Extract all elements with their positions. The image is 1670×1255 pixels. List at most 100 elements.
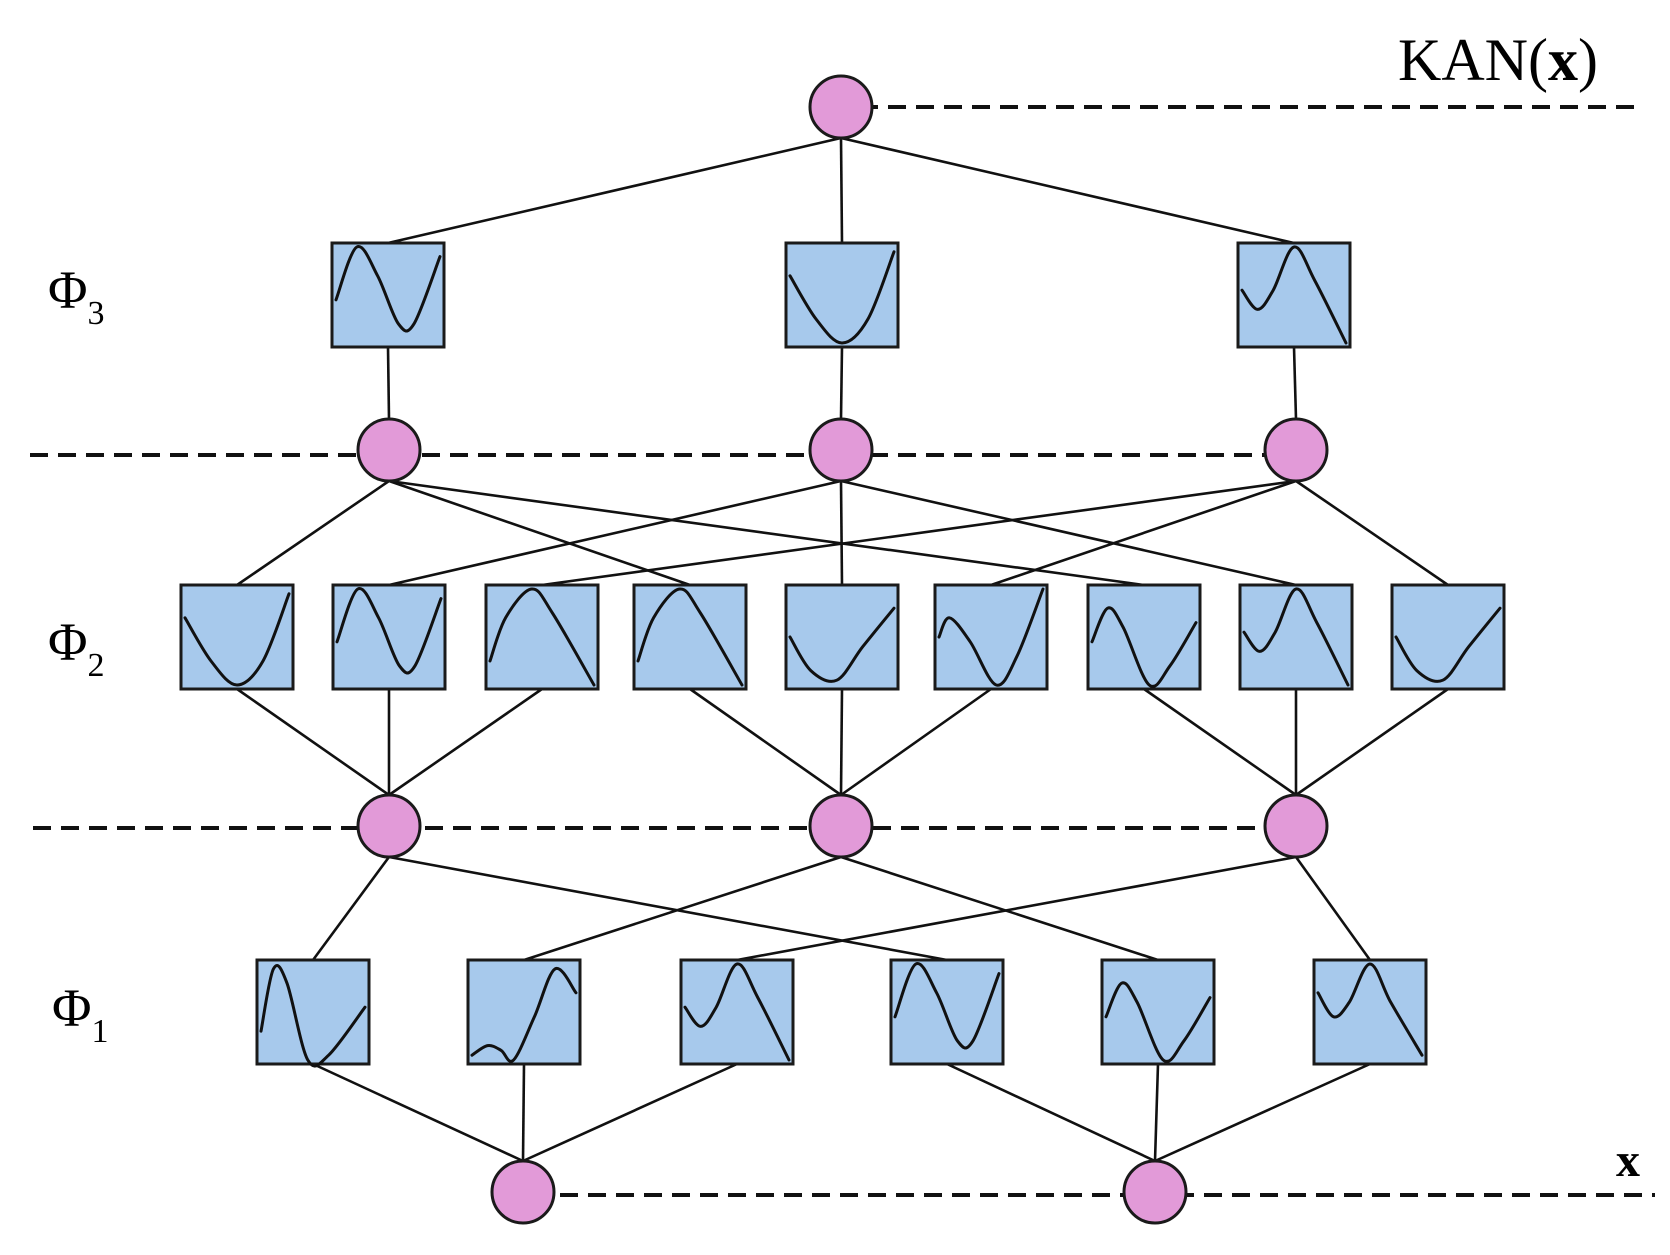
- phi-2-symbol: Φ: [48, 612, 87, 672]
- activation-box-frame: [784, 241, 900, 349]
- activation-curve: [788, 250, 896, 345]
- output-label: KAN(x): [1398, 27, 1598, 93]
- phi-1-activation-box: [889, 958, 1005, 1066]
- network-edge: [311, 856, 391, 961]
- network-edge: [388, 479, 691, 587]
- activation-box-frame: [784, 583, 900, 691]
- activation-curve: [1240, 245, 1348, 345]
- network-edge: [312, 1062, 524, 1163]
- phi-1-activation-box: [466, 958, 582, 1066]
- activation-curve: [259, 964, 367, 1068]
- activation-box-frame: [1390, 583, 1506, 691]
- network-edge: [387, 136, 842, 245]
- hidden-node-layer-1: [808, 793, 874, 859]
- network-edge: [1295, 479, 1449, 587]
- phi-3-index: 3: [87, 295, 104, 332]
- network-edge: [388, 687, 543, 797]
- network-edge: [1143, 687, 1297, 797]
- phi-1-activation-box: [1312, 958, 1428, 1066]
- activation-box-frame: [1238, 583, 1354, 691]
- activation-box-frame: [1236, 241, 1352, 349]
- phi-2-activation-box: [784, 583, 900, 691]
- phi-1-activation-box: [1100, 958, 1216, 1066]
- input-node: [490, 1159, 556, 1225]
- activation-box-frame: [1100, 958, 1216, 1066]
- activation-box-frame: [1312, 958, 1428, 1066]
- phi-3-symbol: Φ: [48, 260, 87, 320]
- hidden-node-layer-1: [1263, 793, 1329, 859]
- network-edge: [523, 855, 842, 962]
- phi-3-activation-box: [784, 241, 900, 349]
- network-edges: [236, 136, 1449, 1163]
- activation-boxes: [179, 241, 1506, 1068]
- network-edge: [946, 1062, 1156, 1163]
- output-node: [808, 74, 874, 140]
- network-edge: [236, 687, 390, 797]
- activation-curve: [488, 587, 596, 687]
- network-edge: [541, 479, 1297, 587]
- phi-2-activation-box: [1390, 583, 1506, 691]
- network-edge: [521, 1063, 526, 1162]
- network-edge: [388, 855, 948, 962]
- output-label-bold: x: [1548, 27, 1578, 93]
- phi-1-activation-box: [679, 958, 795, 1066]
- network-edge: [236, 479, 390, 587]
- activation-curve: [683, 962, 791, 1062]
- network-edge: [839, 688, 844, 796]
- activation-box-frame: [1086, 583, 1202, 691]
- phi-2-activation-box: [484, 583, 600, 691]
- activation-box-frame: [255, 958, 371, 1066]
- phi-2-activation-box: [331, 583, 447, 691]
- network-edge: [736, 855, 1297, 962]
- network-edge: [839, 480, 844, 586]
- activation-curve: [470, 967, 578, 1063]
- activation-curve: [183, 592, 291, 687]
- phi-2-activation-box: [632, 583, 748, 691]
- phi-2-activation-box: [179, 583, 295, 691]
- phi-2-activation-box: [1238, 583, 1354, 691]
- network-edge: [386, 346, 391, 420]
- network-edge: [840, 855, 1159, 962]
- network-edge: [388, 479, 842, 587]
- hidden-node-layer-2: [808, 417, 874, 483]
- activation-curve: [1104, 981, 1212, 1063]
- hidden-node-layer-2: [356, 417, 422, 483]
- phi-2-index: 2: [87, 647, 104, 684]
- activation-curve: [1090, 606, 1198, 688]
- network-edge: [990, 479, 1297, 587]
- phi-1-symbol: Φ: [52, 978, 91, 1038]
- activation-box-frame: [933, 583, 1049, 691]
- phi-3-activation-box: [330, 241, 446, 349]
- activation-box-frame: [679, 958, 795, 1066]
- network-edge: [840, 136, 1295, 245]
- network-edge: [839, 137, 844, 244]
- activation-curve: [788, 606, 896, 683]
- input-node: [1122, 1159, 1188, 1225]
- activation-curve: [937, 587, 1045, 687]
- phi-2-activation-box: [933, 583, 1049, 691]
- activation-box-frame: [179, 583, 295, 691]
- hidden-node-layer-2: [1263, 417, 1329, 483]
- activation-curve: [335, 587, 443, 675]
- output-label-prefix: KAN(: [1398, 27, 1548, 93]
- phi-2-activation-box: [1086, 583, 1202, 691]
- network-edge: [1295, 687, 1449, 797]
- activation-curve: [334, 245, 442, 333]
- hidden-node-layer-1: [356, 793, 422, 859]
- network-edge: [388, 479, 1145, 587]
- activation-curve: [1242, 587, 1350, 687]
- level-dash-lines: [30, 105, 1655, 1197]
- phi-1-index: 1: [91, 1013, 108, 1050]
- activation-curve: [1316, 962, 1424, 1057]
- phi-3-label: Φ3: [48, 260, 104, 332]
- activation-box-frame: [466, 958, 582, 1066]
- network-edge: [1154, 1062, 1371, 1163]
- activation-box-frame: [484, 583, 600, 691]
- network-edge: [1292, 346, 1298, 420]
- activation-box-frame: [632, 583, 748, 691]
- network-edge: [840, 687, 992, 797]
- network-edge: [1294, 856, 1372, 961]
- network-edge: [689, 687, 842, 797]
- network-edge: [1153, 1063, 1160, 1162]
